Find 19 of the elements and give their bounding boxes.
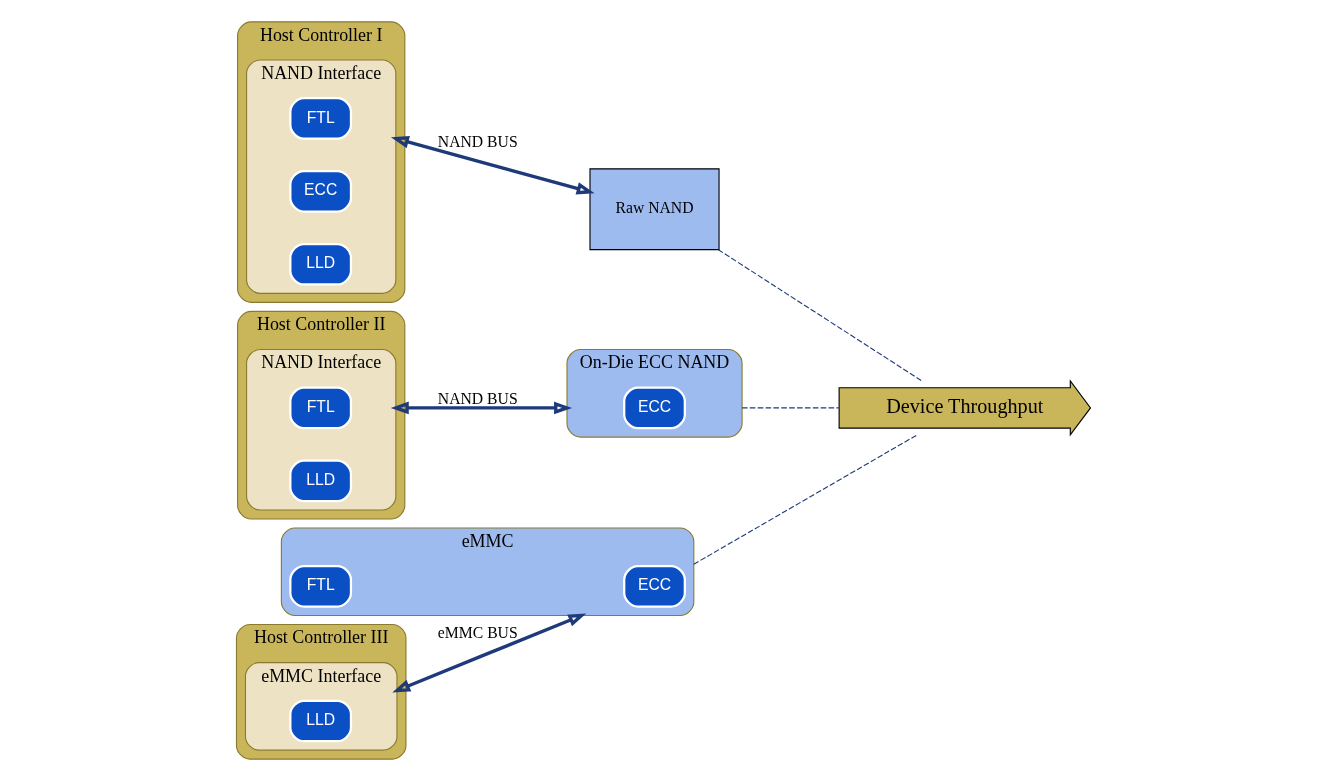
node-box: FTL	[289, 386, 353, 430]
node-box: ECC	[623, 565, 686, 608]
node-box: Raw NAND	[589, 168, 720, 251]
connector	[741, 407, 840, 409]
arrow	[390, 136, 595, 195]
node-box: LLD	[289, 699, 353, 743]
node-box: ECC	[623, 386, 686, 430]
node-box: ECC	[289, 170, 353, 213]
arrow	[392, 613, 587, 693]
node-box: LLD	[289, 459, 353, 503]
connector	[717, 249, 923, 382]
node-box: LLD	[289, 242, 353, 286]
connector	[693, 434, 918, 565]
arrow	[390, 401, 573, 415]
edge-label: eMMC BUS	[437, 624, 518, 642]
edge-label: NAND BUS	[437, 389, 518, 407]
edge-label: NAND BUS	[437, 132, 518, 150]
node-box: FTL	[289, 565, 353, 608]
node-box: FTL	[289, 97, 353, 140]
